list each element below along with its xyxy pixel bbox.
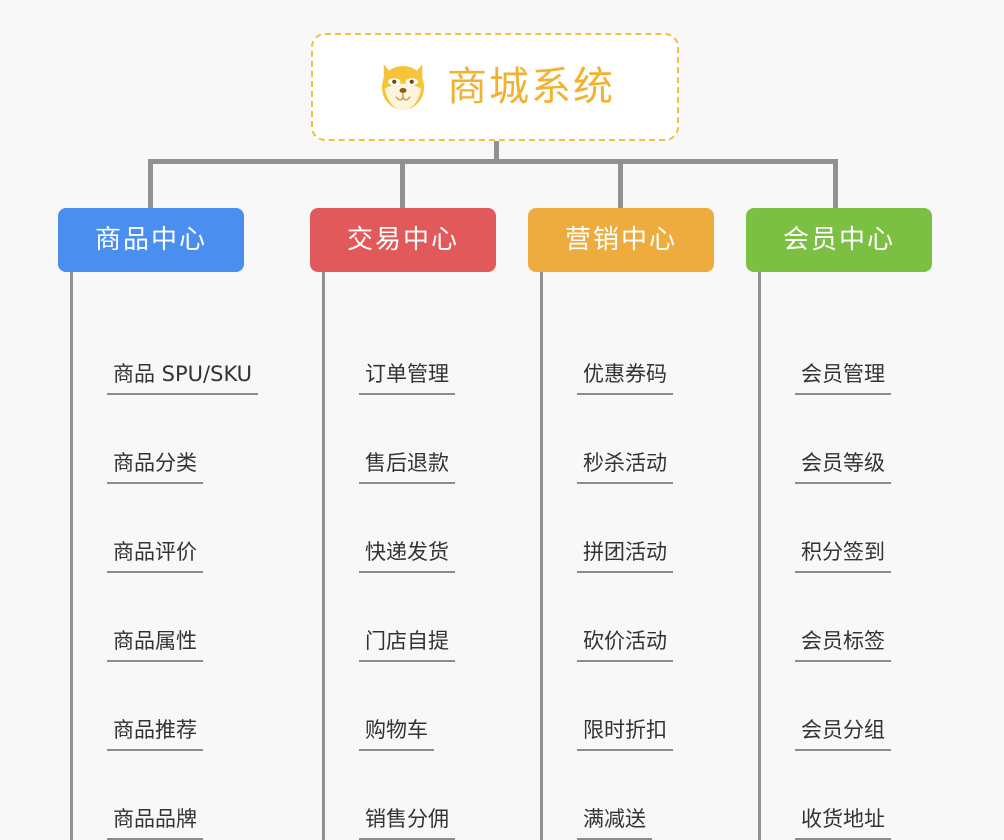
leaf-label: 购物车 [359, 718, 434, 751]
leaf-item[interactable]: 购物车 [325, 662, 496, 751]
leaf-item[interactable]: 销售分佣 [325, 751, 496, 840]
branch-header-label-3: 营销中心 [564, 225, 677, 255]
connector-root-stem [494, 141, 499, 163]
connector-horizontal-bus [148, 159, 838, 164]
connector-drop-1 [148, 159, 153, 209]
leaf-label: 售后退款 [359, 451, 455, 484]
leaf-rail-3: 优惠券码 秒杀活动 拼团活动 砍价活动 限时折扣 满减送 [540, 272, 714, 840]
branch-column-1: 商品中心 商品 SPU/SKU 商品分类 商品评价 商品属性 商品推荐 商品品牌 [58, 208, 259, 840]
leaf-rail-4: 会员管理 会员等级 积分签到 会员标签 会员分组 收货地址 [758, 272, 932, 840]
leaf-label: 商品品牌 [107, 807, 203, 840]
leaf-label: 会员标签 [795, 629, 891, 662]
leaf-label: 订单管理 [359, 362, 455, 395]
root-node[interactable]: 商城系统 [311, 33, 679, 141]
leaf-item[interactable]: 满减送 [543, 751, 714, 840]
branch-header-2[interactable]: 交易中心 [310, 208, 496, 272]
leaf-item[interactable]: 拼团活动 [543, 484, 714, 573]
leaf-item[interactable]: 收货地址 [761, 751, 932, 840]
leaf-label: 门店自提 [359, 629, 455, 662]
leaf-label: 秒杀活动 [577, 451, 673, 484]
leaf-item[interactable]: 商品评价 [73, 484, 244, 573]
leaf-item[interactable]: 会员等级 [761, 395, 932, 484]
leaf-item[interactable]: 砍价活动 [543, 573, 714, 662]
leaf-rail-2: 订单管理 售后退款 快递发货 门店自提 购物车 销售分佣 [322, 272, 496, 840]
leaf-item[interactable]: 会员分组 [761, 662, 932, 751]
leaf-item[interactable]: 门店自提 [325, 573, 496, 662]
leaf-item[interactable]: 商品品牌 [73, 751, 244, 840]
leaf-label: 商品评价 [107, 540, 203, 573]
branch-column-4: 会员中心 会员管理 会员等级 积分签到 会员标签 会员分组 收货地址 [746, 208, 932, 840]
leaf-label: 快递发货 [359, 540, 455, 573]
branch-header-4[interactable]: 会员中心 [746, 208, 932, 272]
leaf-item[interactable]: 商品属性 [73, 573, 244, 662]
leaf-item[interactable]: 会员管理 [761, 306, 932, 395]
branch-header-label-4: 会员中心 [782, 225, 895, 255]
leaf-label: 商品推荐 [107, 718, 203, 751]
branch-header-label-1: 商品中心 [94, 225, 207, 255]
root-title: 商城系统 [447, 64, 615, 110]
shiba-dog-face-icon [382, 64, 424, 110]
leaf-item[interactable]: 限时折扣 [543, 662, 714, 751]
leaf-label: 销售分佣 [359, 807, 455, 840]
leaf-label: 限时折扣 [577, 718, 673, 751]
leaf-label: 满减送 [577, 807, 652, 840]
leaf-item[interactable]: 商品推荐 [73, 662, 244, 751]
leaf-label: 砍价活动 [577, 629, 673, 662]
leaf-label: 积分签到 [795, 540, 891, 573]
leaf-item[interactable]: 商品 SPU/SKU [73, 306, 259, 395]
leaf-label: 优惠券码 [577, 362, 673, 395]
leaf-label: 会员管理 [795, 362, 891, 395]
leaf-item[interactable]: 商品分类 [73, 395, 244, 484]
branch-header-3[interactable]: 营销中心 [528, 208, 714, 272]
leaf-item[interactable]: 会员标签 [761, 573, 932, 662]
branch-column-3: 营销中心 优惠券码 秒杀活动 拼团活动 砍价活动 限时折扣 满减送 [528, 208, 714, 840]
leaf-item[interactable]: 订单管理 [325, 306, 496, 395]
leaf-item[interactable]: 秒杀活动 [543, 395, 714, 484]
leaf-label: 拼团活动 [577, 540, 673, 573]
branch-header-1[interactable]: 商品中心 [58, 208, 244, 272]
leaf-label: 会员等级 [795, 451, 891, 484]
branch-header-label-2: 交易中心 [346, 225, 459, 255]
leaf-item[interactable]: 售后退款 [325, 395, 496, 484]
leaf-item[interactable]: 快递发货 [325, 484, 496, 573]
leaf-label: 商品 SPU/SKU [107, 362, 259, 395]
leaf-label: 商品属性 [107, 629, 203, 662]
leaf-rail-1: 商品 SPU/SKU 商品分类 商品评价 商品属性 商品推荐 商品品牌 [70, 272, 259, 840]
connector-drop-3 [618, 159, 623, 209]
connector-drop-2 [400, 159, 405, 209]
leaf-item[interactable]: 优惠券码 [543, 306, 714, 395]
leaf-item[interactable]: 积分签到 [761, 484, 932, 573]
leaf-label: 会员分组 [795, 718, 891, 751]
leaf-label: 商品分类 [107, 451, 203, 484]
connector-drop-4 [833, 159, 838, 209]
branch-column-2: 交易中心 订单管理 售后退款 快递发货 门店自提 购物车 销售分佣 [310, 208, 496, 840]
leaf-label: 收货地址 [795, 807, 891, 840]
